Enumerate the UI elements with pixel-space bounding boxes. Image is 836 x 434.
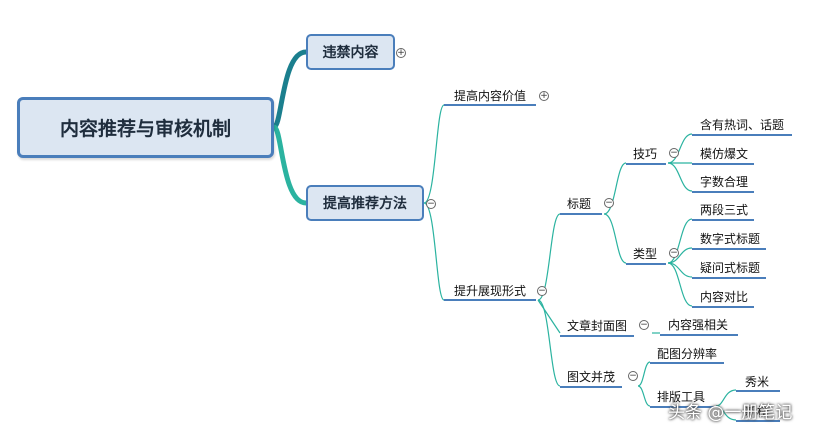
underline-skills xyxy=(626,163,666,165)
underline-leaf xyxy=(736,420,780,422)
leaf-xiumi[interactable]: 秀米 xyxy=(745,375,770,389)
underline-leaf xyxy=(736,390,780,392)
leaf-type[interactable]: 疑问式标题 xyxy=(700,261,761,275)
edge-improve-display xyxy=(423,202,445,301)
edge-tools-xinbang xyxy=(715,405,737,421)
leaf-type[interactable]: 两段三式 xyxy=(700,203,749,217)
edge-improve-value xyxy=(423,104,445,204)
underline-leaf xyxy=(650,362,724,364)
underline-title xyxy=(560,213,602,215)
underline-layout-tools xyxy=(650,406,714,408)
node-title[interactable]: 标题 xyxy=(567,197,592,211)
edge-types-item1 xyxy=(667,218,693,264)
node-rich-content[interactable]: 图文并茂 xyxy=(567,370,616,384)
leaf-cover-relevance[interactable]: 内容强相关 xyxy=(668,318,729,332)
trunk-edge-banned xyxy=(271,49,307,130)
edge-skills-item3 xyxy=(667,162,693,192)
expand-value-toggle[interactable]: + xyxy=(539,91,549,101)
root-node[interactable]: 内容推荐与审核机制 xyxy=(17,97,274,158)
node-skills[interactable]: 技巧 xyxy=(633,147,658,161)
trunk-edge-improve xyxy=(271,124,307,206)
underline-rich-content xyxy=(560,386,622,388)
node-layout-tools[interactable]: 排版工具 xyxy=(657,390,706,404)
leaf-xinbang[interactable]: 新榜 xyxy=(745,405,770,419)
edge-display-title xyxy=(537,213,561,301)
edge-tools-xiumi xyxy=(715,389,737,407)
leaf-skill[interactable]: 模仿爆文 xyxy=(700,147,749,161)
underline-leaf xyxy=(692,191,754,193)
node-banned-content[interactable]: 违禁内容 xyxy=(306,34,395,70)
edge-title-types xyxy=(603,213,627,264)
underline-leaf xyxy=(692,134,792,136)
leaf-skill[interactable]: 含有热词、话题 xyxy=(700,118,785,132)
leaf-image-resolution[interactable]: 配图分辨率 xyxy=(657,347,718,361)
underline-display-form xyxy=(444,299,536,301)
collapse-cover-toggle[interactable]: − xyxy=(639,320,649,330)
edge-display-cover xyxy=(537,299,561,334)
collapse-skills-toggle[interactable]: − xyxy=(669,148,679,158)
leaf-skill[interactable]: 字数合理 xyxy=(700,175,749,189)
edge-rich-tools xyxy=(637,385,651,407)
node-improve-value[interactable]: 提高内容价值 xyxy=(454,89,527,103)
edge-rich-resolution xyxy=(637,361,651,387)
underline-leaf xyxy=(660,334,738,336)
underline-improve-value xyxy=(444,104,536,106)
collapse-improve-toggle[interactable]: − xyxy=(426,199,436,209)
edge-display-rich xyxy=(537,299,561,387)
watermark-text: 头条 @一册笔记 xyxy=(668,403,793,423)
underline-leaf xyxy=(692,277,766,279)
underline-leaf xyxy=(692,163,754,165)
underline-cover-image xyxy=(560,335,634,337)
node-types[interactable]: 类型 xyxy=(633,247,658,261)
node-cover-image[interactable]: 文章封面图 xyxy=(567,319,628,333)
collapse-rich-toggle[interactable]: − xyxy=(628,371,638,381)
collapse-display-toggle[interactable]: − xyxy=(537,286,547,296)
underline-types xyxy=(626,263,666,265)
underline-leaf xyxy=(692,219,754,221)
node-display-form[interactable]: 提升展现形式 xyxy=(454,284,527,298)
edge-title-skills xyxy=(603,162,627,215)
underline-leaf xyxy=(692,248,766,250)
collapse-types-toggle[interactable]: − xyxy=(669,248,679,258)
edge-types-item2 xyxy=(667,247,693,264)
leaf-type[interactable]: 内容对比 xyxy=(700,290,749,304)
expand-banned-toggle[interactable]: + xyxy=(396,48,406,58)
edge-types-item4 xyxy=(667,262,693,307)
node-improve-method[interactable]: 提高推荐方法 xyxy=(306,185,424,221)
underline-leaf xyxy=(692,306,754,308)
collapse-title-toggle[interactable]: − xyxy=(604,198,614,208)
edge-skills-item1 xyxy=(667,133,693,164)
leaf-type[interactable]: 数字式标题 xyxy=(700,232,761,246)
